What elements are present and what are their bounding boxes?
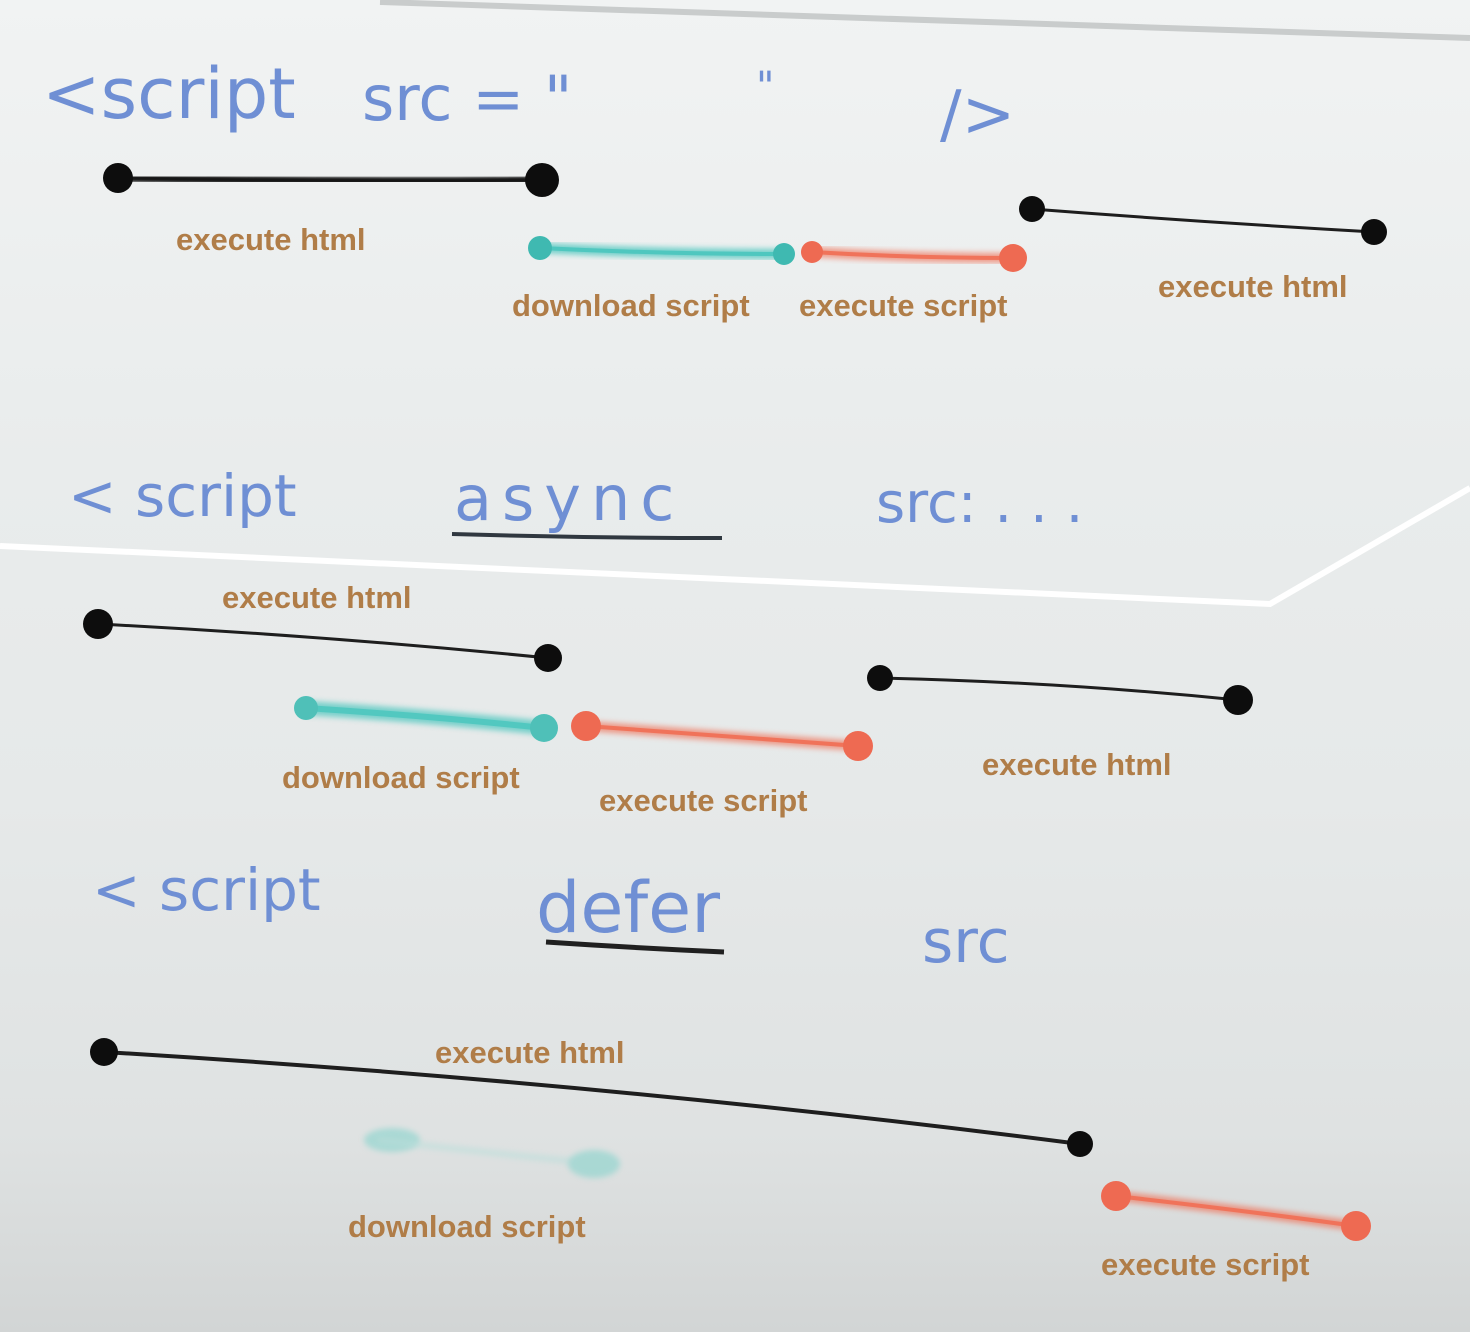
board-glare-line: [0, 485, 1470, 608]
timeline-3-execute: [1101, 1181, 1371, 1241]
label-2-execute-script: execute script: [599, 783, 808, 818]
label-3-execute-script: execute script: [1101, 1247, 1310, 1282]
code-line-1-close-quote: ": [756, 64, 774, 110]
timeline-3-html: [90, 1038, 1093, 1157]
code-line-3-attr: defer: [536, 867, 720, 949]
code-line-2-attr: async: [454, 462, 684, 535]
board-top-edge: [379, 0, 1470, 41]
code-line-1-src: src = ": [362, 62, 572, 135]
code-line-1-end: />: [940, 78, 1015, 152]
timeline-2-download: [294, 696, 558, 742]
timeline-1-html-1: [103, 163, 559, 197]
code-line-3-src: src: [922, 907, 1010, 977]
label-1-execute-html-2: execute html: [1158, 269, 1348, 304]
code-line-3-open: < script: [92, 856, 321, 924]
code-line-2-src: src: . . .: [876, 471, 1083, 536]
code-line-2-open: < script: [68, 462, 297, 530]
label-1-execute-html-1: execute html: [176, 222, 366, 257]
timeline-1-download: [528, 236, 795, 265]
label-2-execute-html-1: execute html: [222, 580, 412, 615]
label-3-execute-html: execute html: [435, 1035, 625, 1070]
timeline-3-download: [364, 1128, 620, 1178]
timeline-2-execute: [571, 711, 873, 761]
label-3-download-script: download script: [348, 1209, 586, 1244]
code-line-3-attr-underline: [545, 939, 725, 955]
label-1-execute-script: execute script: [799, 288, 1008, 323]
label-2-download-script: download script: [282, 760, 520, 795]
label-2-execute-html-2: execute html: [982, 747, 1172, 782]
timeline-2-html-2: [867, 665, 1253, 715]
label-1-download-script: download script: [512, 288, 750, 323]
timeline-2-html-1: [83, 609, 562, 672]
code-line-2-attr-underline: [451, 532, 723, 540]
timeline-1-execute: [801, 241, 1027, 272]
timeline-1-html-2: [1019, 196, 1387, 245]
code-line-1-open: <script: [42, 53, 296, 135]
